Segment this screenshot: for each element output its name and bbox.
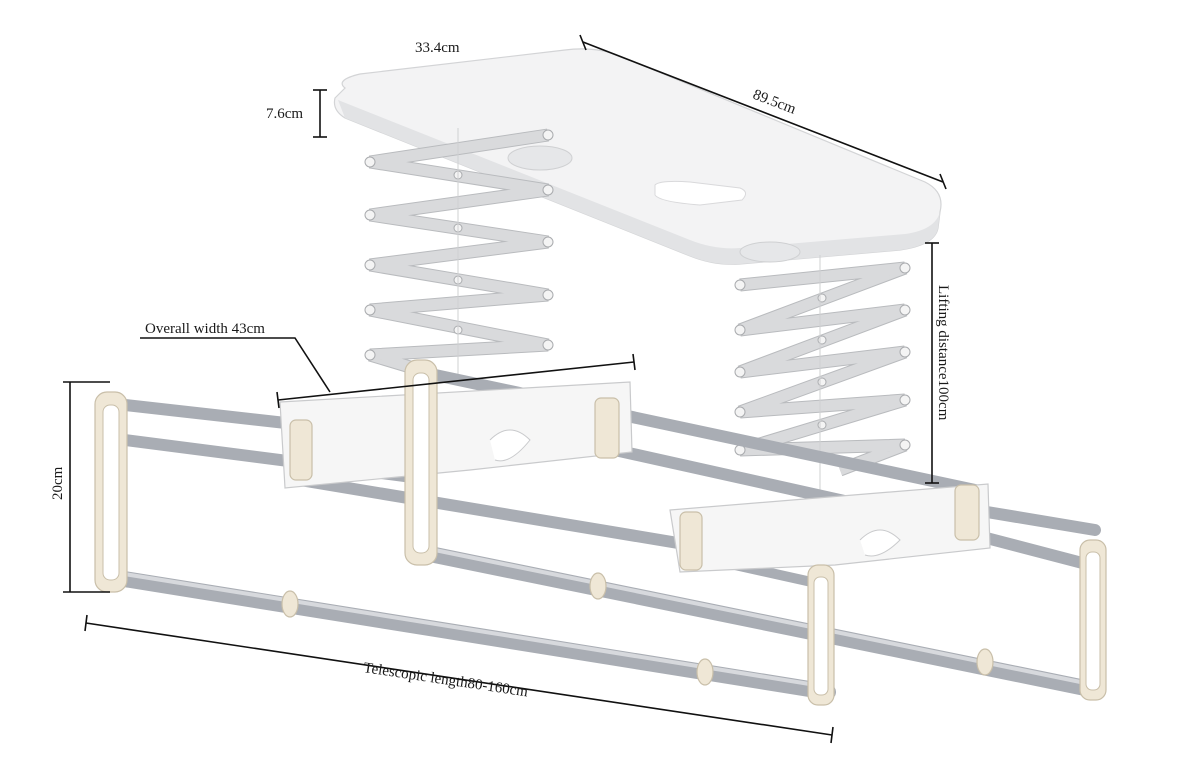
box-width-label: 33.4cm (415, 40, 460, 56)
dimension-lines (63, 34, 947, 744)
rod-joints (281, 572, 994, 686)
rack-height-label: 20cm (50, 466, 66, 500)
overall-width-label: Overall width 43cm (145, 321, 265, 337)
scissor-pins-left (364, 129, 554, 361)
mounting-plates (279, 381, 991, 573)
telescopic-length-label: Telescopic length80-160cm (362, 660, 529, 700)
ceiling-motor-box (333, 48, 942, 265)
end-frames (94, 359, 1107, 706)
lifting-distance-label: Lifting distance100cm (935, 285, 951, 421)
box-height-label: 7.6cm (266, 106, 303, 122)
scissor-arm-left (364, 128, 554, 377)
